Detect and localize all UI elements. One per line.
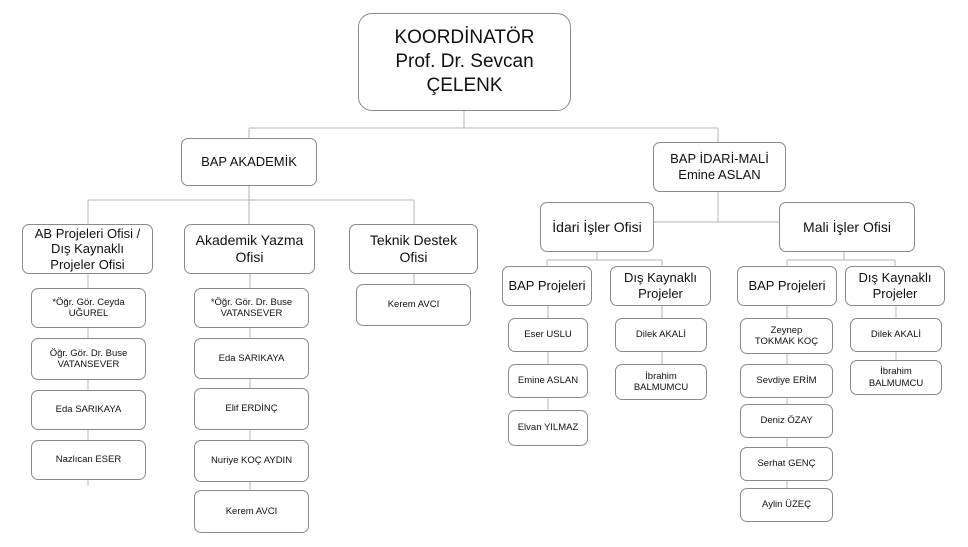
writing-member-box: Eda SARIKAYA bbox=[194, 338, 309, 379]
writing-member-box: Nuriye KOÇ AYDIN bbox=[194, 440, 309, 482]
mali-bap-member-box: Serhat GENÇ bbox=[740, 447, 833, 481]
writing-member-box: Elif ERDİNÇ bbox=[194, 388, 309, 430]
idari-bap-member-box: Elvan YILMAZ bbox=[508, 410, 588, 446]
ab-member-box: *Öğr. Gör. Ceyda UĞUREL bbox=[31, 288, 146, 328]
idari-bap-member-box: Emine ASLAN bbox=[508, 364, 588, 398]
mali-external-projects-box: Dış Kaynaklı Projeler bbox=[845, 266, 945, 306]
mali-bap-member-box: Deniz ÖZAY bbox=[740, 404, 833, 438]
idari-external-member-box: İbrahim BALMUMCU bbox=[615, 364, 707, 400]
mali-external-member-box: İbrahim BALMUMCU bbox=[850, 360, 942, 395]
mali-external-member-box: Dilek AKALİ bbox=[850, 318, 942, 352]
ab-projects-office-box: AB Projeleri Ofisi / Dış Kaynaklı Projel… bbox=[22, 224, 153, 274]
mali-bap-member-box: Aylin ÜZEÇ bbox=[740, 488, 833, 522]
mali-bap-member-box: Sevdiye ERİM bbox=[740, 364, 833, 398]
bap-admin-box: BAP İDARİ-MALİ Emine ASLAN bbox=[653, 142, 786, 192]
writing-member-box: Kerem AVCI bbox=[194, 490, 309, 533]
coordinator-title: KOORDİNATÖR bbox=[394, 27, 535, 49]
idari-external-projects-box: Dış Kaynaklı Projeler bbox=[610, 266, 711, 306]
idari-bap-member-box: Eser USLU bbox=[508, 318, 588, 352]
tech-member-box: Kerem AVCI bbox=[356, 284, 471, 326]
tech-support-office-box: Teknik Destek Ofisi bbox=[349, 224, 478, 274]
ab-member-box: Nazlıcan ESER bbox=[31, 440, 146, 480]
ab-member-box: Öğr. Gör. Dr. Buse VATANSEVER bbox=[31, 338, 146, 380]
idari-office-box: İdari İşler Ofisi bbox=[540, 202, 654, 252]
academic-writing-office-box: Akademik Yazma Ofisi bbox=[184, 224, 315, 274]
mali-bap-projects-box: BAP Projeleri bbox=[737, 266, 837, 306]
bap-academic-box: BAP AKADEMİK bbox=[181, 138, 317, 186]
mali-bap-member-box: Zeynep TOKMAK KOÇ bbox=[740, 318, 833, 354]
coordinator-box: KOORDİNATÖR Prof. Dr. Sevcan ÇELENK bbox=[358, 13, 571, 111]
ab-member-box: Eda SARIKAYA bbox=[31, 390, 146, 430]
idari-external-member-box: Dilek AKALİ bbox=[615, 318, 707, 352]
mali-office-box: Mali İşler Ofisi bbox=[779, 202, 915, 252]
coordinator-name: Prof. Dr. Sevcan ÇELENK bbox=[395, 51, 534, 96]
idari-bap-projects-box: BAP Projeleri bbox=[502, 266, 592, 306]
writing-member-box: *Öğr. Gör. Dr. Buse VATANSEVER bbox=[194, 288, 309, 328]
